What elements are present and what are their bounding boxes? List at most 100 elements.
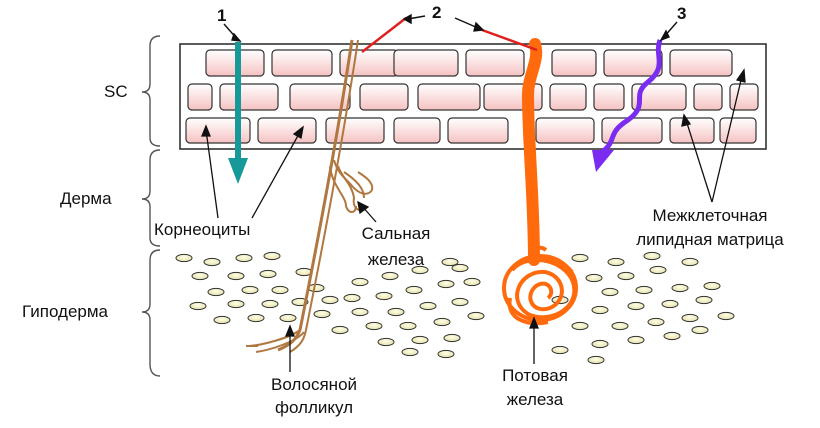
corneocyte-cell xyxy=(593,83,625,111)
corneocyte-cell xyxy=(631,83,687,111)
fat-cell xyxy=(635,285,653,295)
fat-cell xyxy=(467,311,485,321)
dermis-brace xyxy=(141,149,161,247)
corneocyte-cell xyxy=(393,117,441,144)
fat-cell xyxy=(585,273,603,283)
label-sc: SC xyxy=(104,82,128,101)
label-hair-2: фолликул xyxy=(274,398,354,417)
fat-cell xyxy=(307,283,325,293)
fat-cell xyxy=(191,271,209,281)
pathway-2-markers xyxy=(361,17,538,53)
fat-cell xyxy=(571,253,589,263)
fat-cell xyxy=(649,265,667,275)
corneocyte-cell xyxy=(185,117,251,144)
sc-brace xyxy=(141,35,161,147)
hypodermis-brace xyxy=(141,249,161,377)
corneocyte-cell xyxy=(271,49,333,77)
fat-cell xyxy=(591,305,609,315)
fat-cell xyxy=(703,281,721,291)
fat-cell xyxy=(463,277,481,287)
label-sebaceous-1: Сальная xyxy=(361,224,431,243)
fat-cells-group xyxy=(175,251,735,365)
fat-cell xyxy=(451,263,469,273)
fat-cell xyxy=(351,307,369,317)
fat-cell xyxy=(437,279,455,289)
fat-cell xyxy=(627,301,645,311)
annotation-pointers xyxy=(201,68,746,372)
fat-cell xyxy=(551,345,569,355)
fat-cell xyxy=(203,257,221,267)
corneocytes-group xyxy=(185,49,759,144)
fat-cell xyxy=(241,285,259,295)
fat-cell xyxy=(261,299,279,309)
fat-cell xyxy=(437,349,455,359)
corneocyte-cell xyxy=(669,117,715,144)
fat-cell xyxy=(647,317,665,327)
fat-cell xyxy=(377,337,395,347)
fat-cell xyxy=(313,309,331,319)
fat-cell xyxy=(175,253,193,263)
fat-cell xyxy=(235,253,253,263)
corneocyte-cell xyxy=(257,117,317,144)
corneocyte-cell xyxy=(729,83,759,111)
label-sebaceous-2: железа xyxy=(367,250,425,269)
fat-cell xyxy=(611,321,629,331)
sweat-gland xyxy=(502,38,578,326)
corneocyte-cell xyxy=(549,83,587,111)
corneocyte-cell xyxy=(719,117,757,144)
fat-cell xyxy=(607,257,625,267)
corneocyte-cell xyxy=(535,117,595,144)
hair-follicle xyxy=(246,39,359,353)
corneocyte-cell xyxy=(219,83,279,111)
fat-cell xyxy=(213,315,231,325)
layer-braces xyxy=(141,35,161,377)
fat-cell xyxy=(399,321,417,331)
corneocyte-cell xyxy=(393,49,459,77)
fat-cell xyxy=(263,251,281,261)
corneocyte-cell xyxy=(359,83,409,111)
fat-cell xyxy=(717,311,735,321)
fat-cell xyxy=(189,301,207,311)
sebaceous-gland xyxy=(329,159,374,213)
corneocyte-cell xyxy=(465,49,525,77)
fat-cell xyxy=(411,265,429,275)
corneocyte-cell xyxy=(187,83,213,111)
fat-cell xyxy=(617,271,635,281)
fat-cell xyxy=(681,257,699,267)
corneocyte-cell xyxy=(447,117,509,144)
fat-cell xyxy=(691,325,709,335)
fat-cell xyxy=(443,333,461,343)
fat-cell xyxy=(441,257,459,267)
fat-cell xyxy=(227,271,245,281)
fat-cell xyxy=(671,283,689,293)
label-sweat-2: железа xyxy=(506,390,564,409)
fat-cell xyxy=(451,297,469,307)
fat-cell xyxy=(321,295,339,305)
fat-cell xyxy=(695,295,713,305)
corneocyte-cell xyxy=(417,83,481,111)
pathway-1-arrow xyxy=(228,42,248,184)
corneocyte-cell xyxy=(669,49,733,77)
corneocyte-cell xyxy=(693,83,723,111)
pathway-2-number: 2 xyxy=(432,3,442,22)
label-lipid-2: липидная матрица xyxy=(636,230,784,249)
number-pointers xyxy=(223,13,678,42)
fat-cell xyxy=(587,355,605,365)
corneocyte-cell xyxy=(551,49,597,77)
fat-cell xyxy=(207,287,225,297)
fat-cell xyxy=(343,293,361,303)
fat-cell xyxy=(279,313,297,323)
fat-cell xyxy=(643,251,661,261)
fat-cell xyxy=(247,313,265,323)
corneocyte-cell xyxy=(603,49,663,77)
fat-cell xyxy=(331,325,349,335)
fat-cell xyxy=(405,285,423,295)
fat-cell xyxy=(381,271,399,281)
label-corneocytes: Корнеоциты xyxy=(154,220,251,239)
corneocyte-cell xyxy=(325,117,385,144)
fat-cell xyxy=(351,277,369,287)
fat-cell xyxy=(401,347,419,357)
fat-cell xyxy=(663,331,681,341)
